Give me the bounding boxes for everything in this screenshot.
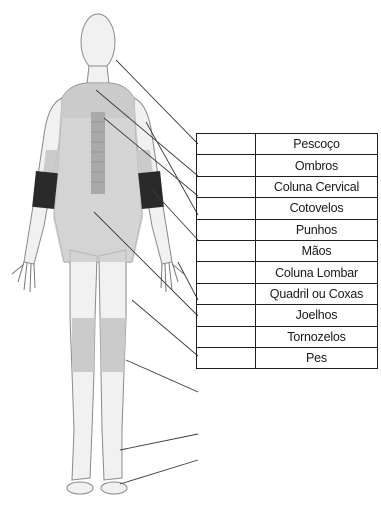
table-row: Ombros (197, 155, 378, 176)
checkbox-cell[interactable] (197, 198, 256, 219)
checkbox-cell[interactable] (197, 134, 256, 155)
region-label: Mãos (256, 240, 378, 261)
table-row: Punhos (197, 219, 378, 240)
region-label: Ombros (256, 155, 378, 176)
checkbox-cell[interactable] (197, 283, 256, 304)
checkbox-cell[interactable] (197, 240, 256, 261)
left-wrist-band (32, 171, 58, 209)
region-label: Joelhos (256, 305, 378, 326)
hands (12, 262, 184, 292)
table-row: Joelhos (197, 305, 378, 326)
right-wrist-band (138, 171, 164, 209)
table-row: Coluna Lombar (197, 262, 378, 283)
table-row: Pescoço (197, 134, 378, 155)
table-row: Quadril ou Coxas (197, 283, 378, 304)
table-row: Pes (197, 347, 378, 368)
checkbox-cell[interactable] (197, 347, 256, 368)
checkbox-cell[interactable] (197, 305, 256, 326)
region-label: Pes (256, 347, 378, 368)
table-row: Coluna Cervical (197, 176, 378, 197)
checkbox-cell[interactable] (197, 155, 256, 176)
checkbox-cell[interactable] (197, 262, 256, 283)
region-rows: Pescoço Ombros Coluna Cervical Cotovelos… (197, 134, 378, 369)
table-row: Mãos (197, 240, 378, 261)
region-label: Coluna Cervical (256, 176, 378, 197)
head (81, 14, 115, 70)
table-row: Cotovelos (197, 198, 378, 219)
checkbox-cell[interactable] (197, 219, 256, 240)
region-label: Punhos (256, 219, 378, 240)
region-label: Coluna Lombar (256, 262, 378, 283)
body-region-table: Pescoço Ombros Coluna Cervical Cotovelos… (196, 133, 378, 369)
region-label: Quadril ou Coxas (256, 283, 378, 304)
region-label: Pescoço (256, 134, 378, 155)
table-row: Tornozelos (197, 326, 378, 347)
checkbox-cell[interactable] (197, 176, 256, 197)
checkbox-cell[interactable] (197, 326, 256, 347)
region-label: Tornozelos (256, 326, 378, 347)
thigh-left-shade (72, 318, 95, 372)
neck (87, 66, 109, 84)
thigh-right-shade (100, 318, 126, 372)
left-foot (67, 482, 93, 494)
region-label: Cotovelos (256, 198, 378, 219)
right-foot (101, 482, 127, 494)
